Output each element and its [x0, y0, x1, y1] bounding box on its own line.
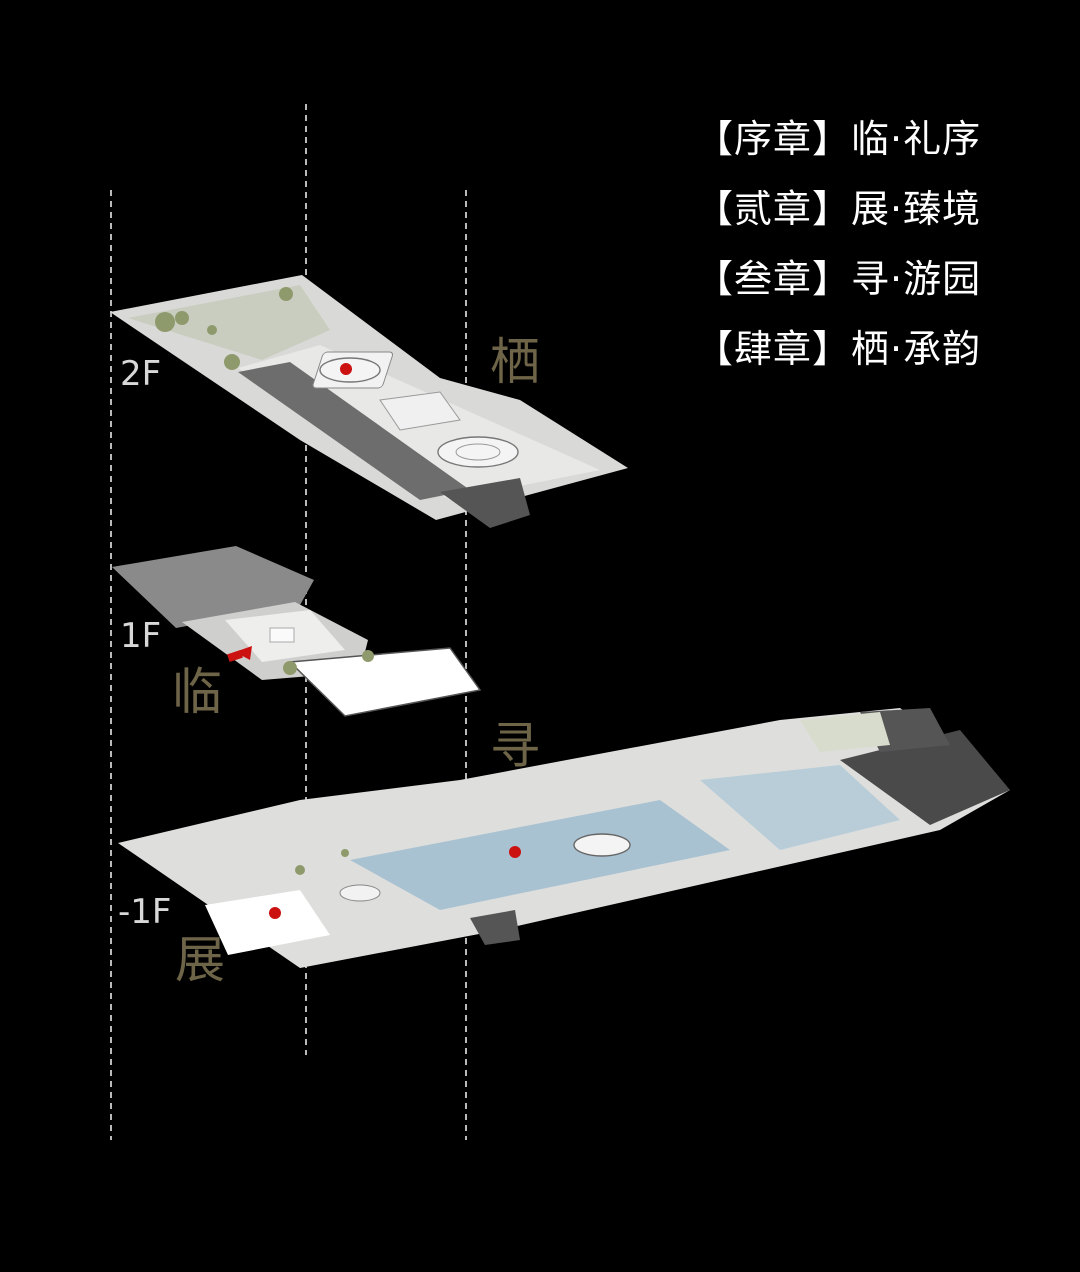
legend-item: 【贰章】展·臻境 [695, 182, 1015, 252]
floor-plan-1f [112, 546, 482, 717]
floor-label-b1: -1F [118, 892, 172, 932]
legend-title: 寻·游园 [851, 257, 982, 301]
legend-chapter: 【序章】 [695, 117, 852, 161]
legend-chapter: 【肆章】 [695, 327, 852, 371]
entry-arrow-icon [235, 646, 252, 660]
legend-chapter: 【贰章】 [695, 187, 852, 231]
floor-plan-2f [110, 275, 628, 528]
legend-item: 【叁章】寻·游园 [695, 252, 1015, 322]
floor-label-2f: 2F [120, 354, 162, 394]
legend-chapter: 【叁章】 [695, 257, 852, 301]
legend-title: 临·礼序 [851, 117, 982, 161]
marker-dot [340, 363, 352, 375]
floor-plan-b1 [118, 708, 1010, 968]
legend-title: 栖·承韵 [851, 327, 982, 371]
chapter-mark-xun: 寻 [490, 717, 540, 775]
legend-title: 展·臻境 [851, 187, 982, 231]
chapter-mark-qi: 栖 [490, 333, 540, 391]
legend-item: 【序章】临·礼序 [695, 112, 1015, 182]
marker-dot [509, 846, 521, 858]
chapter-mark-zhan: 展 [175, 931, 225, 989]
chapter-legend: 【序章】临·礼序 【贰章】展·臻境 【叁章】寻·游园 【肆章】栖·承韵 [695, 112, 1015, 392]
floor-label-1f: 1F [120, 616, 162, 656]
legend-item: 【肆章】栖·承韵 [695, 322, 1015, 392]
marker-dot [269, 907, 281, 919]
chapter-mark-lin: 临 [172, 663, 222, 721]
pool [350, 800, 730, 910]
